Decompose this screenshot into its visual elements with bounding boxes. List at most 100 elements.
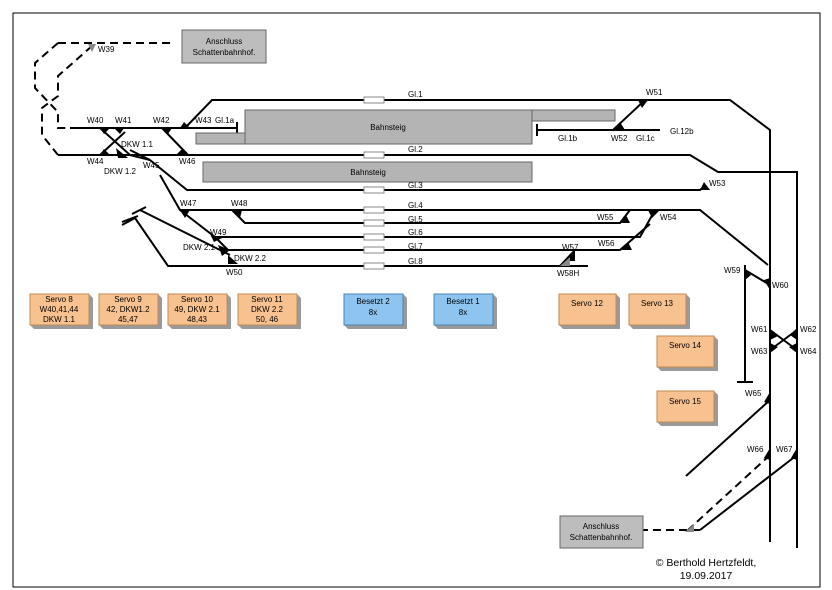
label-dkw21: DKW 2.1 xyxy=(183,243,216,252)
label-w42: W42 xyxy=(153,116,170,125)
besetzt1-line1: Besetzt 1 xyxy=(446,297,480,306)
platform-upper xyxy=(244,109,533,145)
shadow-station-top-line2: Schattenbahnhof. xyxy=(193,48,256,57)
servo8-line1: Servo 8 xyxy=(45,295,73,304)
switch-marker-w41 xyxy=(114,128,124,134)
servo15-line1: Servo 15 xyxy=(669,397,702,406)
switch-marker-w67 xyxy=(791,448,797,460)
switch-marker-w53 xyxy=(700,182,710,190)
track-w65 xyxy=(685,399,771,477)
label-w67: W67 xyxy=(776,445,793,454)
label-w60: W60 xyxy=(772,281,789,290)
label-w46: W46 xyxy=(179,157,196,166)
label-w50: W50 xyxy=(226,268,243,277)
module-besetzt1: Besetzt 1 8x xyxy=(433,293,497,329)
besetzt2-line2: 8x xyxy=(369,308,377,317)
isolator-gl6 xyxy=(363,233,385,241)
switch-marker-w45 xyxy=(116,148,128,158)
servo8-line3: DKW 1.1 xyxy=(43,315,76,324)
switch-marker-w52 xyxy=(613,122,625,130)
track-w45 xyxy=(129,154,151,161)
label-gl1c: Gl.1c xyxy=(636,134,655,143)
label-gl1b: Gl.1b xyxy=(558,134,578,143)
servo9-line2: 42, DKW1.2 xyxy=(106,305,150,314)
switch-marker-w50 xyxy=(228,255,238,264)
isolator-gl3 xyxy=(363,186,385,194)
switch-marker-w59 xyxy=(745,268,751,280)
servo12-line1: Servo 12 xyxy=(571,299,604,308)
label-w39: W39 xyxy=(98,45,115,54)
shadow-station-bottom-line2: Schattenbahnhof. xyxy=(570,533,633,542)
switch-marker-w43 xyxy=(180,122,190,128)
shadow-station-bottom: Anschluss Schattenbahnhof. xyxy=(559,515,644,549)
label-gl7: Gl.7 xyxy=(408,242,423,251)
label-dkw22: DKW 2.2 xyxy=(234,254,267,263)
module-servo10: Servo 10 49, DKW 2.1 48,43 xyxy=(167,293,231,329)
label-w52: W52 xyxy=(611,134,628,143)
track-siding-left xyxy=(139,209,231,256)
label-gl12b: Gl.12b xyxy=(670,127,694,136)
label-w48: W48 xyxy=(231,199,248,208)
switch-marker-w63 xyxy=(770,343,778,353)
switch-marker-w46 xyxy=(176,149,188,155)
label-gl1: Gl.1 xyxy=(408,90,423,99)
module-servo14: Servo 14 xyxy=(656,335,718,371)
switch-marker-dkw22 xyxy=(218,245,230,256)
label-w56: W56 xyxy=(598,239,615,248)
label-w44: W44 xyxy=(87,157,104,166)
platform-upper-left-ext xyxy=(195,132,246,145)
label-w53: W53 xyxy=(709,179,726,188)
switch-marker-w61 xyxy=(770,330,778,340)
switch-marker-w55 xyxy=(620,215,630,223)
servo9-line3: 45,47 xyxy=(118,315,139,324)
module-servo13: Servo 13 xyxy=(628,293,690,329)
label-w65: W65 xyxy=(745,389,762,398)
switch-markers xyxy=(88,44,797,532)
track-gl8-stop xyxy=(121,215,139,226)
track-w57 xyxy=(559,249,576,267)
label-gl5: Gl.5 xyxy=(408,215,423,224)
module-servo11: Servo 11 DKW 2.2 50, 46 xyxy=(237,293,301,329)
switch-marker-w57 xyxy=(565,251,575,261)
servo8-line2: W40,41,44 xyxy=(40,305,79,314)
label-gl3: Gl.3 xyxy=(408,181,423,190)
isolator-gl5 xyxy=(363,219,385,227)
label-w51: W51 xyxy=(646,88,663,97)
switch-marker-w47 xyxy=(180,210,190,218)
label-gl8: Gl.8 xyxy=(408,257,423,266)
module-servo12: Servo 12 xyxy=(558,293,620,329)
label-w66: W66 xyxy=(747,445,764,454)
track-w66 xyxy=(687,454,771,531)
track-labels: Gl.1 Gl.1a Gl.1b Gl.1c Gl.12b Gl.2 Gl.3 … xyxy=(215,90,694,266)
servo14-line1: Servo 14 xyxy=(669,341,702,350)
switch-marker-w51 xyxy=(638,100,648,108)
switch-marker-w56 xyxy=(620,242,632,250)
besetzt1-line2: 8x xyxy=(459,308,467,317)
servo11-line2: DKW 2.2 xyxy=(251,305,284,314)
track-siding-left-stop xyxy=(131,206,147,215)
track-gl6 xyxy=(179,209,656,238)
track-gl7 xyxy=(214,223,651,251)
label-w40: W40 xyxy=(87,116,104,125)
track-w42-46 xyxy=(161,127,189,156)
shadow-connection-top-left xyxy=(34,42,70,129)
label-w61: W61 xyxy=(751,325,768,334)
track-gl8 xyxy=(134,217,588,267)
module-servo8: Servo 8 W40,41,44 DKW 1.1 xyxy=(29,293,93,329)
date-text: 19.09.2017 xyxy=(680,570,733,582)
label-w43: W43 xyxy=(195,116,212,125)
label-w49: W49 xyxy=(210,228,227,237)
track-w67 xyxy=(699,454,798,531)
shadow-station-bottom-line1: Anschluss xyxy=(583,522,619,531)
platform-upper-label: Bahnsteig xyxy=(370,123,406,132)
label-gl6: Gl.6 xyxy=(408,228,423,237)
servo11-line3: 50, 46 xyxy=(256,315,279,324)
label-dkw12: DKW 1.2 xyxy=(104,167,137,176)
label-w57: W57 xyxy=(562,243,579,252)
servo10-line1: Servo 10 xyxy=(181,295,214,304)
isolator-gl4 xyxy=(363,206,385,214)
isolator-gl2 xyxy=(363,151,385,159)
copyright-text: © Berthold Hertzfeldt, xyxy=(656,557,757,569)
isolator-gl8 xyxy=(363,262,385,270)
label-gl2: Gl.2 xyxy=(408,145,423,154)
